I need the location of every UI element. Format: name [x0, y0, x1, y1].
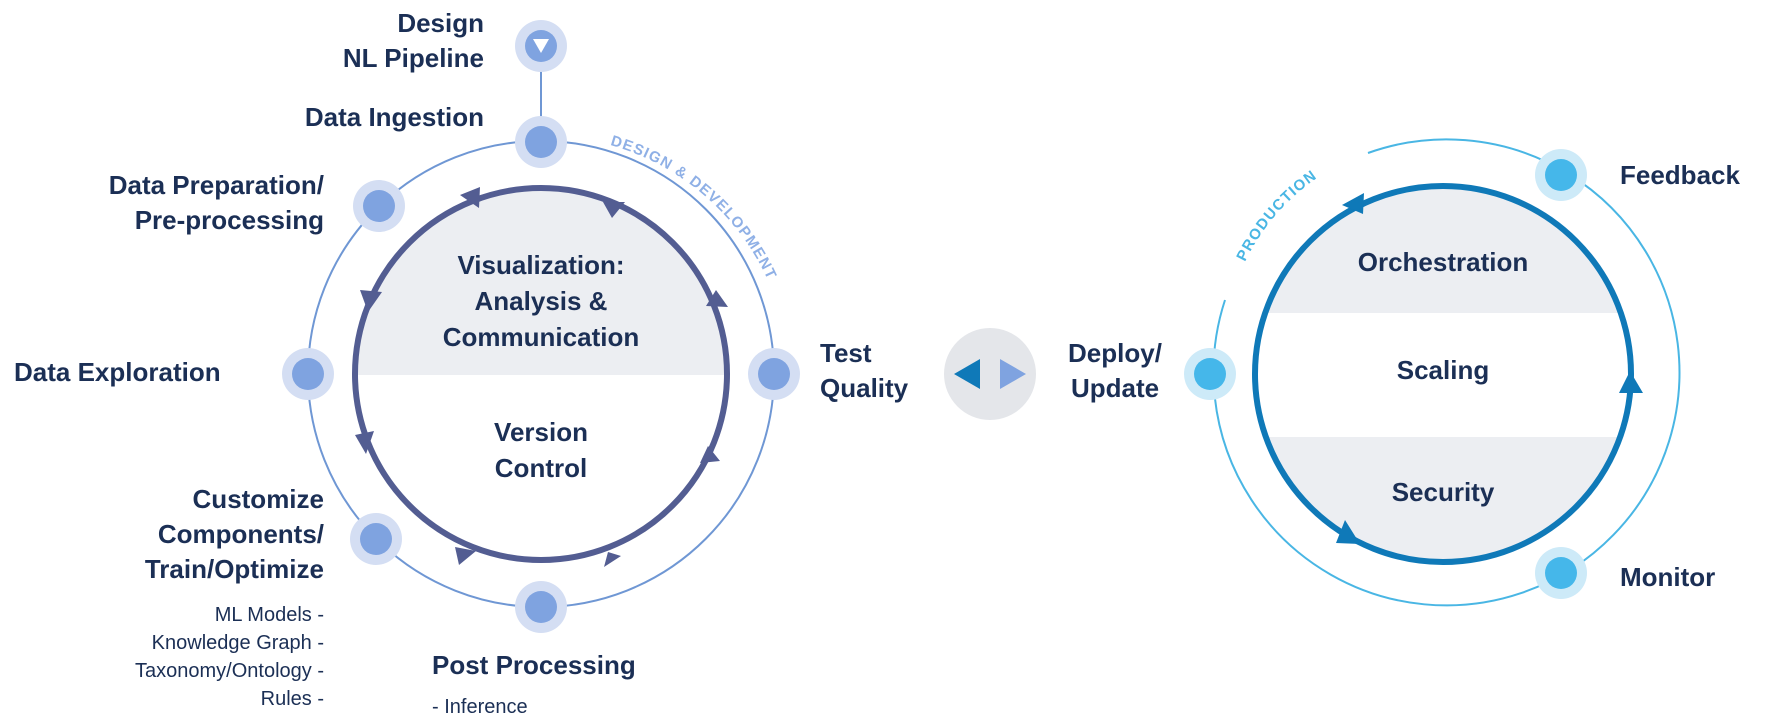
- label-feedback: Feedback: [1620, 160, 1740, 190]
- triangle-right-icon: [1000, 359, 1026, 389]
- label-test-quality: Test Quality: [820, 338, 909, 403]
- dev-inner-bottom-text: Version Control: [494, 417, 588, 483]
- dev-ring-arrow-1: [460, 187, 480, 208]
- prod-band-security: Security: [1391, 477, 1495, 507]
- prod-ring-arrow-right: [1619, 371, 1643, 393]
- dev-ring-arrow-2: [603, 202, 625, 218]
- label-data-preparation: Data Preparation/ Pre-processing: [108, 170, 324, 235]
- dev-ring-arrow-3: [706, 290, 728, 307]
- data-preparation-node: [353, 180, 405, 232]
- label-monitor: Monitor: [1620, 562, 1716, 592]
- label-data-ingestion: Data Ingestion: [304, 102, 484, 132]
- transition-icon: [944, 328, 1036, 420]
- dev-ring-arrow-6: [455, 547, 476, 565]
- label-deploy: Deploy/ Update: [1068, 338, 1162, 403]
- dev-ring-arrow-7: [355, 431, 374, 454]
- test-quality-node: [748, 348, 800, 400]
- data-ingestion-node: [515, 116, 567, 168]
- triangle-down-icon: [533, 39, 549, 53]
- feedback-node: [1535, 149, 1587, 201]
- dev-ring-arrow-4: [700, 446, 720, 463]
- data-exploration-node: [282, 348, 334, 400]
- dev-inner-ring: [352, 185, 730, 563]
- dev-ring-arrow-8: [360, 290, 382, 312]
- triangle-left-icon: [954, 359, 980, 389]
- post-processing-items: - Inference: [432, 696, 528, 718]
- label-design-pipeline: Design NL Pipeline: [342, 8, 484, 73]
- monitor-node: [1535, 547, 1587, 599]
- customize-items: ML Models - Knowledge Graph - Taxonomy/O…: [135, 604, 324, 710]
- prod-band-orchestration: Orchestration: [1357, 247, 1529, 277]
- label-post-processing: Post Processing: [432, 650, 636, 680]
- dev-inner-top-text: Visualization: Analysis & Communication: [442, 250, 640, 352]
- customize-node: [350, 513, 402, 565]
- post-processing-node: [515, 581, 567, 633]
- deploy-node: [1184, 348, 1236, 400]
- label-data-exploration: Data Exploration: [14, 357, 221, 387]
- prod-ring-arrow-top: [1342, 193, 1364, 214]
- design-pipeline-node: [515, 20, 567, 72]
- label-customize: Customize Components/ Train/Optimize: [144, 484, 324, 584]
- prod-ring-arrow-bottom: [1336, 520, 1360, 544]
- dev-ring-arrow-5: [604, 552, 621, 567]
- prod-band-scaling: Scaling: [1396, 355, 1490, 385]
